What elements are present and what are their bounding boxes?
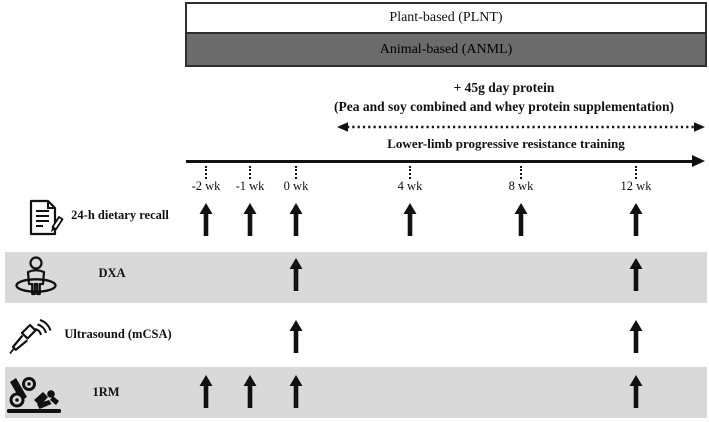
timeline-arrowhead-icon — [692, 155, 705, 167]
timeline-axis — [186, 160, 692, 163]
plant-based-group-label: Plant-based (PLNT) — [389, 10, 503, 25]
timeline-tick — [635, 166, 637, 179]
supplementation-span-arrow-icon — [336, 120, 706, 139]
measurement-arrow--1wk — [243, 203, 257, 236]
measurement-arrow-12wk — [629, 320, 643, 353]
dxa-scan-icon — [13, 255, 59, 306]
protein-supplement-line1: + 45g day protein — [453, 80, 555, 95]
dxa-row-band — [5, 252, 707, 303]
timeline-tick — [249, 166, 251, 179]
row-label-one-rm: 1RM — [92, 385, 120, 399]
timeline-week-label: 4 wk — [397, 179, 423, 193]
timeline-week-label: 0 wk — [283, 179, 309, 193]
timeline-week-label: -2 wk — [191, 179, 221, 193]
row-label-dietary-recall: 24-h dietary recall — [71, 208, 169, 222]
measurement-arrow-12wk — [629, 375, 643, 408]
plant-based-group: Plant-based (PLNT) — [187, 4, 705, 34]
measurement-arrow-4wk — [403, 203, 417, 236]
ultrasound-probe-icon — [8, 314, 54, 365]
timeline-tick — [409, 166, 411, 179]
animal-based-group: Animal-based (ANML) — [187, 34, 705, 65]
resistance-training-label: Lower-limb progressive resistance traini… — [387, 136, 625, 151]
measurement-arrow-0wk — [289, 320, 303, 353]
dietary-recall-icon — [26, 198, 64, 243]
timeline-tick — [520, 166, 522, 179]
timeline-tick — [205, 166, 207, 179]
measurement-arrow-12wk — [629, 203, 643, 236]
measurement-arrow-0wk — [289, 203, 303, 236]
timeline-week-label: -1 wk — [235, 179, 265, 193]
measurement-arrow--2wk — [199, 203, 213, 236]
timeline-tick — [295, 166, 297, 179]
measurement-arrow--2wk — [199, 375, 213, 408]
timeline-week-label: 8 wk — [508, 179, 534, 193]
animal-based-group-label: Animal-based (ANML) — [379, 41, 513, 57]
measurement-arrow-12wk — [629, 258, 643, 291]
measurement-arrow--1wk — [243, 375, 257, 408]
row-label-ultrasound: Ultrasound (mCSA) — [64, 327, 172, 341]
measurement-arrow-0wk — [289, 375, 303, 408]
one-rm-row-band — [5, 367, 707, 418]
measurement-arrow-0wk — [289, 258, 303, 291]
diet-groups-box: Plant-based (PLNT) Animal-based (ANML) — [185, 2, 707, 67]
row-label-dxa: DXA — [98, 266, 126, 280]
leg-press-icon — [6, 372, 64, 421]
measurement-arrow-8wk — [514, 203, 528, 236]
protein-supplement-line2: (Pea and soy combined and whey protein s… — [334, 99, 674, 114]
timeline-week-label: 12 wk — [620, 179, 652, 193]
